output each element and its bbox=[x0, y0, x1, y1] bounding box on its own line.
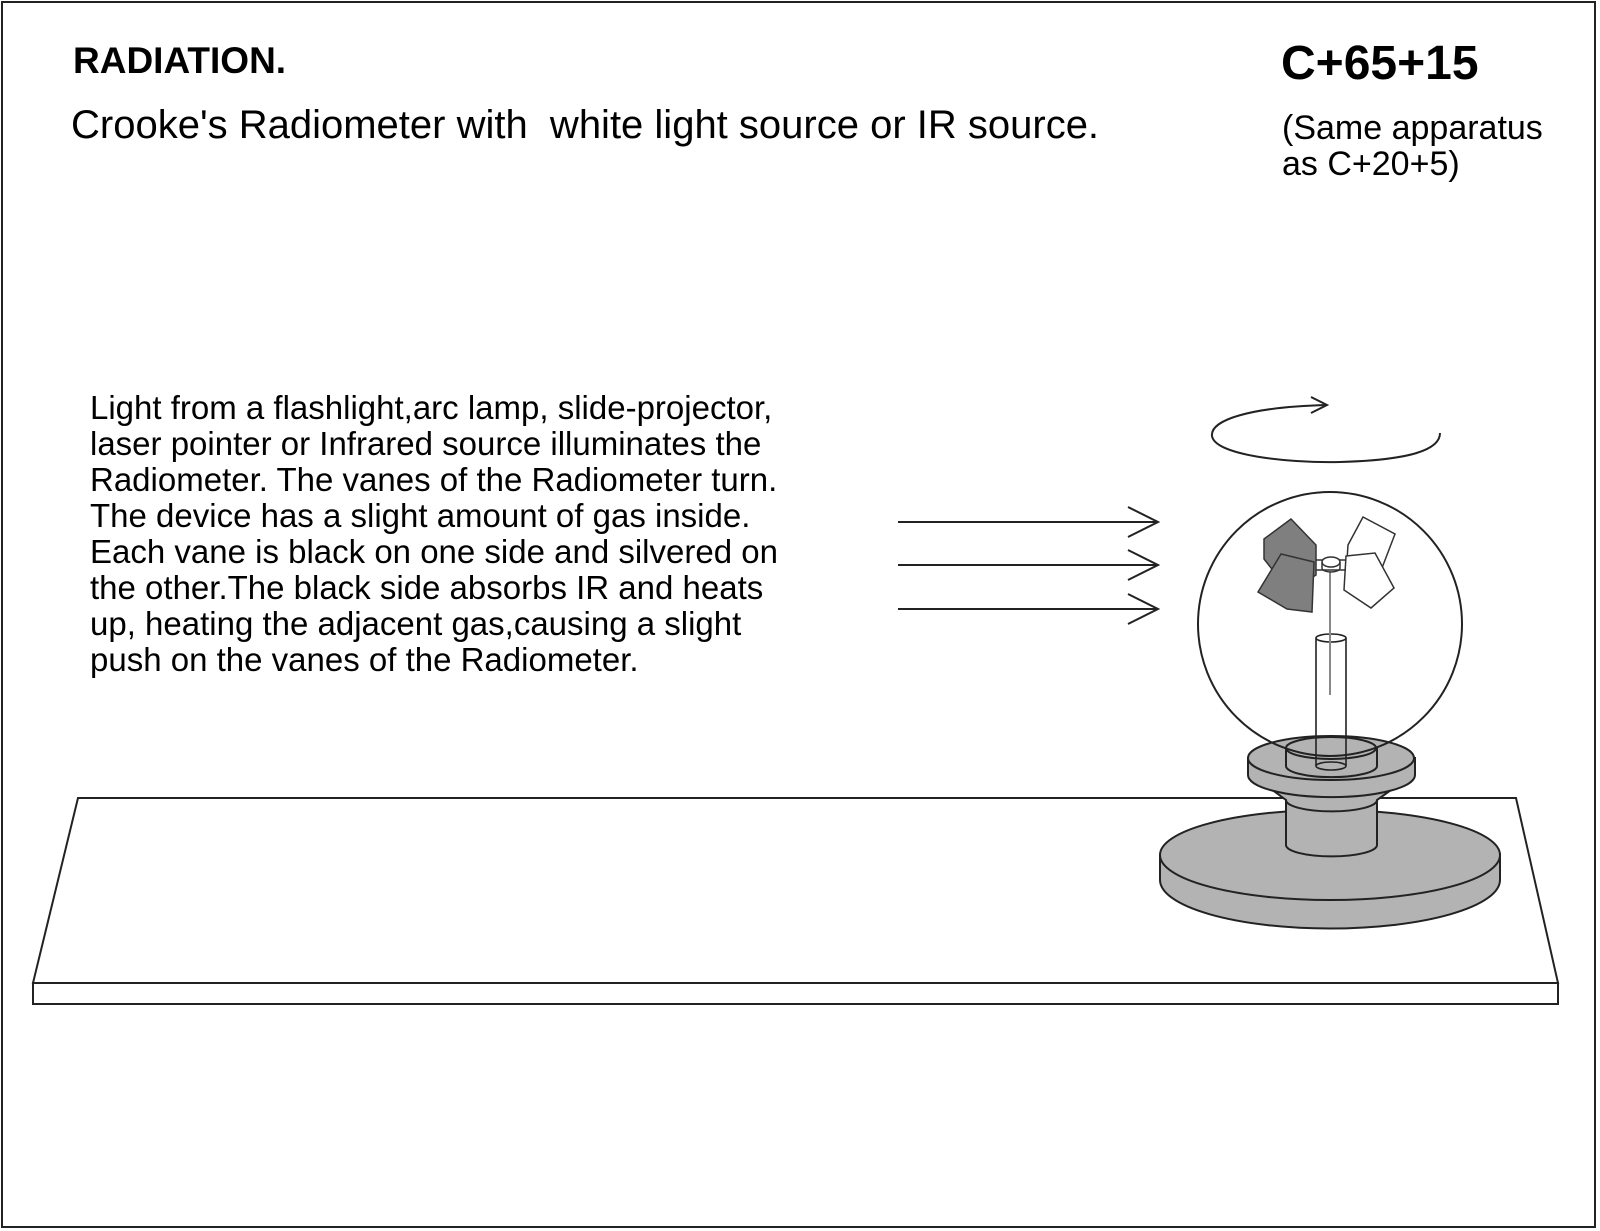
apparatus-note: (Same apparatus as C+20+5) bbox=[1282, 110, 1543, 182]
apparatus-note-line: (Same apparatus bbox=[1282, 109, 1543, 147]
black-vane bbox=[1256, 553, 1315, 613]
demo-code: C+65+15 bbox=[1281, 37, 1479, 90]
page-subtitle: Crooke's Radiometer with white light sou… bbox=[71, 103, 1100, 147]
radiometer-vanes bbox=[1256, 515, 1396, 613]
description-line: the other.The black side absorbs IR and … bbox=[90, 569, 764, 606]
description-line: push on the vanes of the Radiometer. bbox=[90, 641, 639, 678]
light-ray-arrow-icon bbox=[898, 506, 1161, 538]
description-line: up, heating the adjacent gas,causing a s… bbox=[90, 605, 742, 642]
radiometer-base bbox=[1159, 735, 1501, 930]
page-title: RADIATION. bbox=[73, 40, 287, 81]
description-line: Each vane is black on one side and silve… bbox=[90, 533, 778, 570]
light-rays bbox=[898, 506, 1161, 625]
support-tube bbox=[1315, 572, 1347, 771]
light-ray-arrow-icon bbox=[898, 593, 1161, 625]
apparatus-note-line: as C+20+5) bbox=[1282, 145, 1460, 183]
description-text: Light from a flashlight,arc lamp, slide-… bbox=[90, 390, 778, 678]
vane-hub bbox=[1321, 556, 1341, 568]
description-line: laser pointer or Infrared source illumin… bbox=[90, 425, 762, 462]
description-line: The device has a slight amount of gas in… bbox=[90, 497, 751, 534]
description-line: Radiometer. The vanes of the Radiometer … bbox=[90, 461, 778, 498]
light-ray-arrow-icon bbox=[898, 549, 1161, 581]
glass-bulb bbox=[1197, 491, 1463, 757]
rotation-arrow-icon bbox=[1210, 396, 1441, 464]
table-front-edge bbox=[32, 982, 1559, 1005]
description-line: Light from a flashlight,arc lamp, slide-… bbox=[90, 389, 773, 426]
silver-vane bbox=[1343, 552, 1395, 609]
